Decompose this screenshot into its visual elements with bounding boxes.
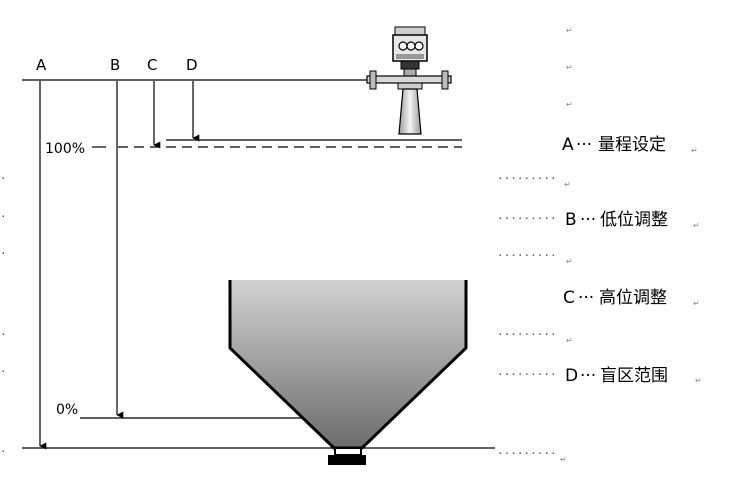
leader-dots: ········· [497,172,557,185]
legend-text: 高位调整 [599,288,667,308]
edge-dot: · [0,247,7,260]
legend-item-b: ········· B ··· 低位调整 ↵ [497,210,700,230]
edge-dot: · [0,328,7,341]
paragraph-mark: ↵ [566,100,573,109]
edge-dot: · [0,210,7,223]
legend-separator: ··· [580,366,596,386]
label-d: D [186,56,198,74]
paragraph-mark: ↵ [695,376,702,385]
leader-dots: ········· [497,368,557,381]
leader-dots: ········· [497,249,557,262]
label-c: C [147,56,157,74]
legend-text: 量程设定 [598,135,666,155]
legend-separator: ··· [578,288,594,308]
edge-dot: · [0,172,7,185]
legend-item-d: ········· D ··· 盲区范围 ↵ [497,366,702,386]
paragraph-mark: ↵ [566,257,573,266]
level-full-label: 100% [45,141,85,157]
legend-key: D [565,366,578,386]
edge-dot: · [0,445,7,458]
paragraph-mark: ↵ [693,299,700,308]
radar-sensor-icon [366,26,452,135]
edge-dot: · [0,365,7,378]
leader-dots: ········· [497,328,557,341]
paragraph-mark: ↵ [566,336,573,345]
legend-key: A [562,135,574,155]
paragraph-mark: ↵ [691,146,698,155]
paragraph-mark: ↵ [693,221,700,230]
level-empty-label: 0% [56,402,78,418]
label-a: A [36,56,47,74]
legend-text: 盲区范围 [600,366,668,386]
paragraph-mark: ↵ [566,26,573,35]
paragraph-mark: ↵ [566,63,573,72]
leader-dots: ········· [497,212,557,225]
legend-item-a: A ··· 量程设定 ↵ [562,135,698,155]
legend-separator: ··· [576,135,592,155]
leader-dots: ········· [497,447,557,460]
legend-key: B [565,210,577,230]
hopper-outlet [328,455,366,465]
legend-item-c: C ··· 高位调整 ↵ [563,288,700,308]
hopper-tank [228,280,468,465]
paragraph-mark: ↵ [560,455,567,464]
legend-separator: ··· [580,210,596,230]
label-b: B [110,56,120,74]
legend-text: 低位调整 [600,210,668,230]
legend-key: C [563,288,575,308]
paragraph-mark: ↵ [564,180,571,189]
